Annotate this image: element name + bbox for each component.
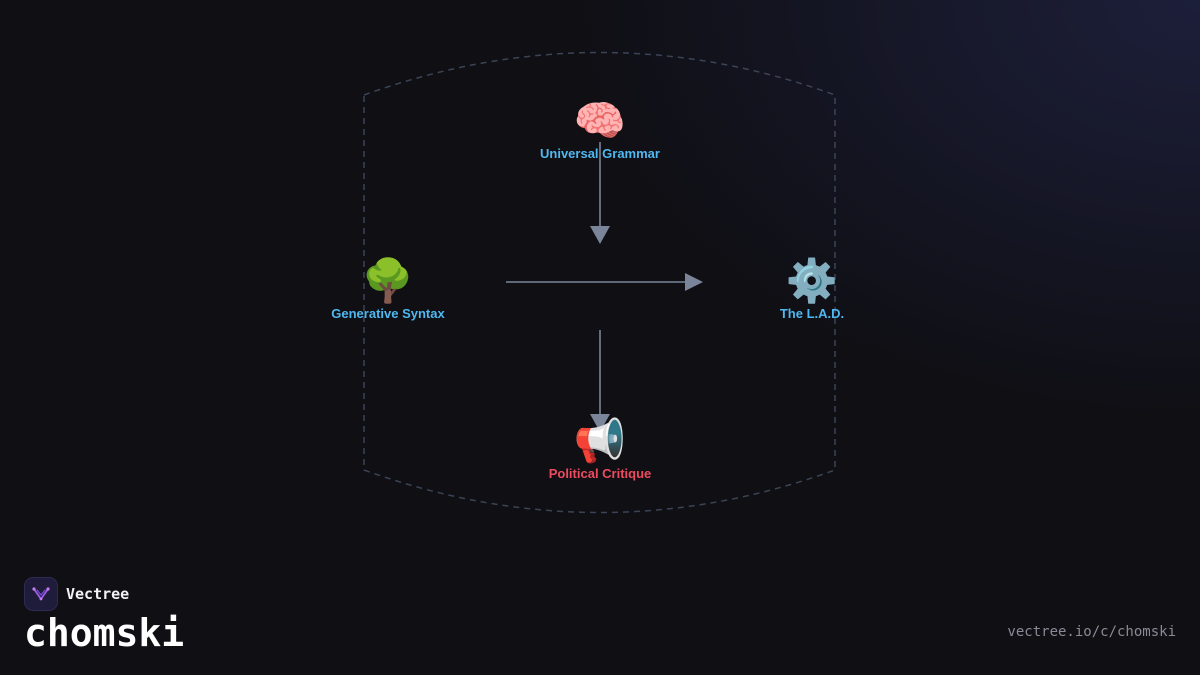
node-label: The L.A.D. <box>779 306 845 321</box>
brand[interactable]: Vectree <box>24 577 129 611</box>
vectree-logo-icon <box>24 577 58 611</box>
page-url[interactable]: vectree.io/c/chomski <box>1007 624 1176 640</box>
page-title: chomski <box>24 611 185 655</box>
tree-icon: 🌳 <box>361 256 415 305</box>
gear-icon: ⚙️ <box>785 256 839 305</box>
node-label: Universal Grammar <box>540 146 660 161</box>
node-universal-grammar[interactable]: 🧠 Universal Grammar <box>500 96 700 162</box>
node-political-critique[interactable]: 📢 Political Critique <box>500 416 700 482</box>
edge-center-to-political-critique <box>590 330 610 432</box>
brand-name: Vectree <box>66 585 130 603</box>
brain-icon: 🧠 <box>573 96 627 145</box>
node-lad[interactable]: ⚙️ The L.A.D. <box>712 256 912 322</box>
node-label: Political Critique <box>548 466 652 481</box>
edge-universal-grammar-to-center <box>590 142 610 244</box>
node-generative-syntax[interactable]: 🌳 Generative Syntax <box>288 256 488 322</box>
node-label: Generative Syntax <box>331 306 445 321</box>
megaphone-icon: 📢 <box>573 416 627 465</box>
edge-generative-syntax-to-lad <box>506 273 703 291</box>
